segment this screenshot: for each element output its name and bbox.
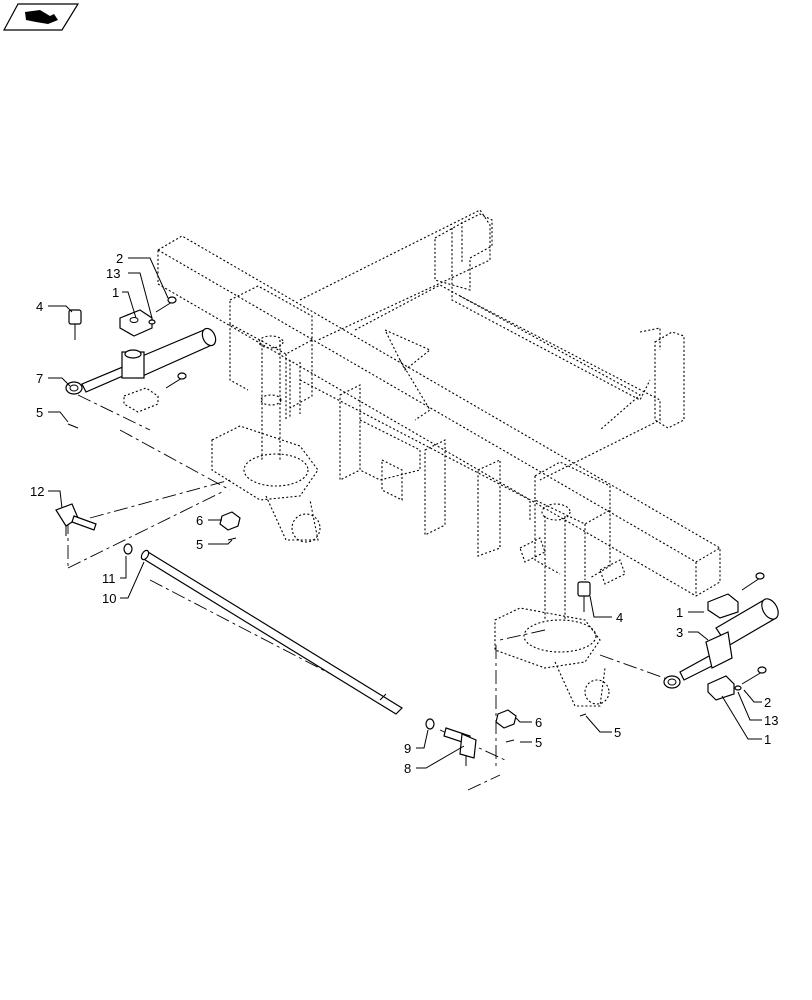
callout-7: 7 xyxy=(36,371,43,386)
cotter-pin-far-right xyxy=(579,713,587,717)
steering-cylinder-right xyxy=(663,598,779,689)
callout-1-top: 1 xyxy=(112,285,119,300)
callout-5-mid: 5 xyxy=(196,537,203,552)
callout-4-left: 4 xyxy=(36,299,43,314)
clamp-right-bottom xyxy=(707,675,735,701)
tie-rod-end-left xyxy=(55,503,97,536)
leader-lines xyxy=(48,257,762,769)
callout-6-right: 6 xyxy=(535,715,542,730)
callout-1-right-bottom: 1 xyxy=(764,732,771,747)
callout-3: 3 xyxy=(676,625,683,640)
callout-5-far-right: 5 xyxy=(614,725,621,740)
clamp-ring-left xyxy=(123,543,133,555)
castle-nut-mid xyxy=(219,511,241,531)
callout-13-top: 13 xyxy=(106,266,120,281)
kingpin-bolt-left xyxy=(68,309,82,340)
steering-cylinder-left xyxy=(65,327,217,395)
callout-10: 10 xyxy=(102,591,116,606)
kingpin-bolt-right xyxy=(577,581,591,612)
callout-6-mid: 6 xyxy=(196,513,203,528)
callout-13-right: 13 xyxy=(764,713,778,728)
callout-1-right-top: 1 xyxy=(676,605,683,620)
bolt-mid-left xyxy=(165,372,187,389)
callouts: 2 13 1 4 7 5 12 6 5 11 10 4 1 3 2 13 1 6… xyxy=(30,251,778,776)
callout-2-right: 2 xyxy=(764,695,771,710)
washer-right xyxy=(734,685,742,691)
callout-4-right: 4 xyxy=(616,610,623,625)
clamp-left-top xyxy=(119,309,153,337)
callout-8: 8 xyxy=(404,761,411,776)
callout-12: 12 xyxy=(30,484,44,499)
callout-2-top: 2 xyxy=(116,251,123,266)
clamp-left-bottom xyxy=(123,387,159,413)
clamp-right-top xyxy=(707,593,739,619)
bolt-top-left xyxy=(155,296,177,313)
washer-top-left xyxy=(148,319,156,325)
callout-11: 11 xyxy=(102,571,116,586)
castle-nut-right xyxy=(495,709,517,729)
cotter-pin-mid xyxy=(227,537,237,541)
tie-rod-end-right xyxy=(443,727,477,766)
bolt-right-bottom xyxy=(741,666,767,685)
view-orientation-icon[interactable] xyxy=(2,3,80,31)
frame-assembly xyxy=(157,209,721,707)
bolt-right-top xyxy=(741,572,765,591)
callout-9: 9 xyxy=(404,741,411,756)
tie-rod-tube xyxy=(140,549,403,715)
clamp-ring-right xyxy=(425,718,435,730)
cotter-pin-left xyxy=(67,423,79,429)
cotter-pin-right xyxy=(505,739,515,743)
callout-5-right: 5 xyxy=(535,735,542,750)
callout-5-left: 5 xyxy=(36,405,43,420)
